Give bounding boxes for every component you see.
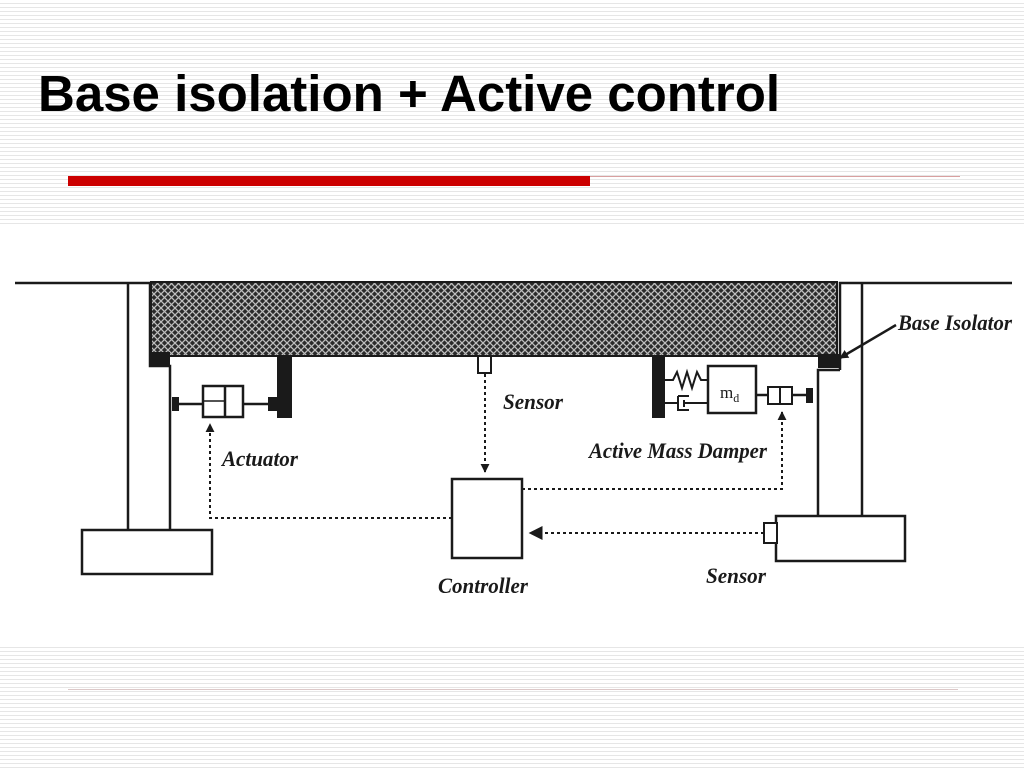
left-ground-line [15,281,172,560]
controller-to-actuator-signal [205,423,452,519]
title-underline-accent [68,176,590,186]
right-wall-inner-line [816,368,840,516]
damper-spring-icon [665,368,708,392]
slab-sensor [477,355,492,374]
damper-mass-symbol: m [720,383,733,402]
base-isolator-pointer [839,323,897,360]
slide-title: Base isolation + Active control [38,65,781,122]
actuator-reaction-post [277,356,292,418]
right-footing [774,514,907,563]
damper-mass-subscript: d [733,391,739,405]
ground-sensor-label: Sensor [706,563,766,588]
controller-to-damper-signal [522,411,787,490]
left-footing [80,528,214,576]
right-ground-line [838,281,1012,370]
controller-label: Controller [438,573,528,598]
title-underline-thin [590,176,960,177]
damper-mass-block [706,364,758,415]
damper-mass-label: md [720,383,739,405]
active-mass-damper-assembly [652,356,813,418]
controller-box [450,477,524,560]
ground-and-walls [15,281,1012,560]
damper-support-post [652,356,665,418]
signal-lines [205,374,787,540]
actuator-assembly [172,356,292,419]
active-mass-damper-label: Active Mass Damper [587,438,767,463]
ground-sensor [763,522,778,544]
base-isolator-label: Base Isolator [897,310,1012,335]
actuator-label: Actuator [220,446,298,471]
left-base-isolator [150,352,170,366]
isolated-slab [150,281,838,357]
slab-sensor-label: Sensor [503,389,563,414]
footer-divider [68,689,958,690]
damper-dashpot-icon [677,395,708,411]
right-base-isolator [818,354,840,368]
